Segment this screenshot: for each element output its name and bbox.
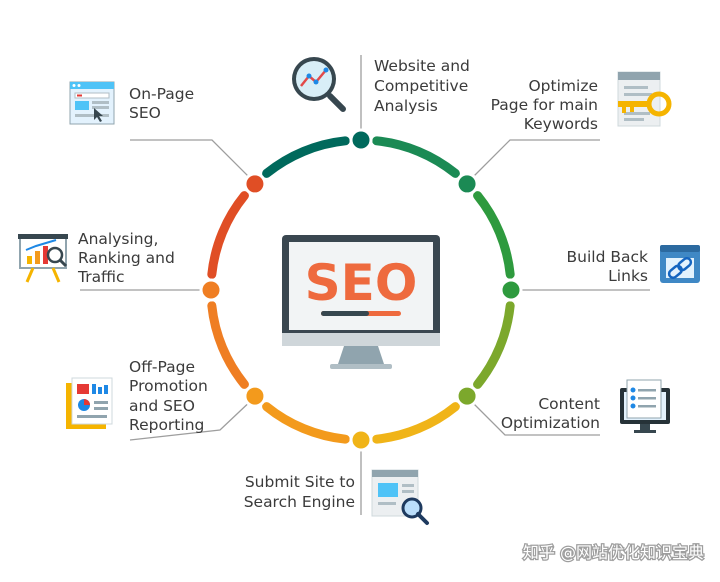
label-submit-site: Submit Site to Search Engine (244, 473, 355, 511)
label-line: Optimization (501, 414, 600, 432)
ring-arc (207, 301, 249, 389)
report-docs-icon (66, 377, 113, 429)
label-content-optimization: Content Optimization (501, 395, 600, 432)
label-line: Links (608, 267, 648, 285)
label-optimize-keywords: Optimize Page for main Keywords (491, 77, 598, 133)
connector-line (129, 395, 257, 441)
cycle-dot-submit-site (349, 428, 373, 452)
seo-title: SEO (305, 254, 418, 312)
label-line: SEO (129, 104, 161, 122)
label-line: Keywords (524, 115, 598, 133)
label-line: Build Back (567, 248, 648, 266)
browser-window-icon (69, 81, 115, 125)
monitor-base (330, 364, 392, 369)
ring-arc (473, 191, 515, 279)
key-document-icon (617, 71, 672, 127)
presentation-chart-icon (18, 234, 68, 283)
search-page-icon (371, 469, 429, 525)
label-line: Optimize (528, 77, 598, 95)
seo-cycle-ring (207, 136, 515, 444)
cycle-dot-optimize-keywords (455, 172, 479, 196)
ring-arc (207, 191, 249, 279)
label-back-links: Build Back Links (567, 248, 648, 285)
cycle-dot-website-analysis (349, 128, 373, 152)
label-line: Promotion (129, 377, 208, 395)
label-line: Ranking and (78, 249, 175, 267)
label-line: Reporting (129, 416, 204, 434)
label-line: Content (538, 395, 600, 413)
label-analysing: Analysing, Ranking and Traffic (77, 230, 175, 286)
ring-arc (473, 301, 515, 389)
label-line: Submit Site to (245, 473, 355, 491)
label-line: Analysis (374, 97, 438, 115)
label-line: Traffic (77, 268, 125, 286)
content-monitor-icon (620, 379, 670, 433)
label-line: Off-Page (129, 358, 195, 376)
connector-line (465, 395, 600, 436)
label-line: Website and (374, 57, 470, 75)
cycle-dot-off-page (243, 384, 267, 408)
connector-lines (80, 55, 650, 515)
label-on-page: On-Page SEO (129, 85, 194, 122)
cycle-dot-back-links (499, 278, 523, 302)
cycle-dot-analysing (199, 278, 223, 302)
cycle-dot-on-page (243, 172, 267, 196)
ring-arc (372, 402, 460, 444)
label-line: Analysing, (78, 230, 158, 248)
monitor-chin (282, 333, 440, 346)
label-website-analysis: Website and Competitive Analysis (374, 57, 470, 115)
label-line: Page for main (491, 96, 598, 114)
connector-line (130, 139, 257, 185)
cycle-dots (199, 128, 523, 452)
seo-progress-fill (321, 311, 369, 316)
seo-monitor: SEO (282, 235, 440, 369)
label-line: Competitive (374, 77, 468, 95)
chain-link-icon (660, 245, 700, 283)
label-line: On-Page (129, 85, 194, 103)
ring-arc (372, 136, 460, 178)
label-off-page: Off-Page Promotion and SEO Reporting (129, 358, 208, 434)
label-line: and SEO (129, 397, 195, 415)
ring-arc (262, 402, 350, 444)
label-line: Search Engine (244, 493, 355, 511)
watermark: 知乎 @网站优化知识宝典 (522, 542, 706, 564)
ring-arc (262, 136, 350, 178)
watermark-text: 知乎 @网站优化知识宝典 (523, 543, 704, 562)
monitor-stand (338, 346, 384, 364)
connector-line (465, 139, 600, 185)
magnifier-graph-icon (292, 57, 346, 112)
cycle-dot-content-optimization (455, 384, 479, 408)
